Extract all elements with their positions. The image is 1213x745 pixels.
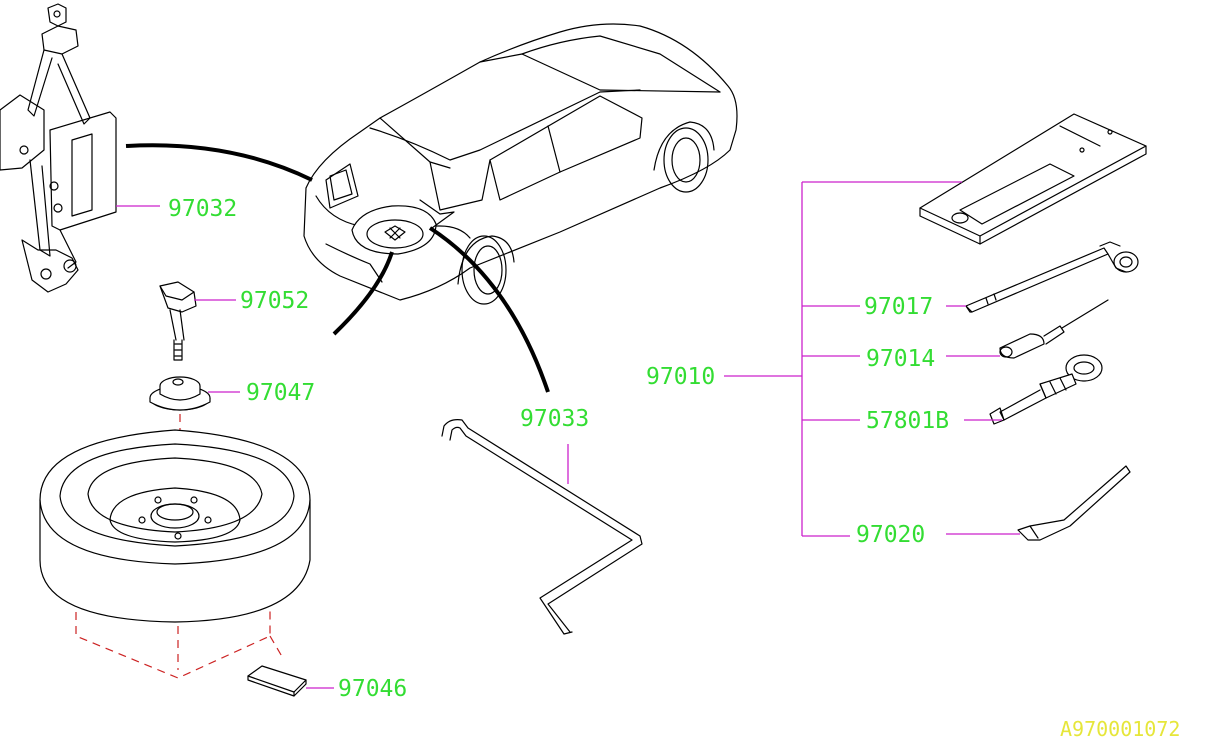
spare-tire-drawing <box>39 429 311 623</box>
tool-bag-drawing[interactable] <box>919 113 1147 245</box>
towing-hook-drawing[interactable] <box>989 354 1103 425</box>
leader-lines <box>116 181 1020 689</box>
vehicle-rear-view-drawing <box>303 23 738 305</box>
callout-97032[interactable]: 97032 <box>168 196 237 222</box>
callout-57801B[interactable]: 57801B <box>866 408 949 434</box>
spare-location-line <box>332 251 394 336</box>
callout-97046[interactable]: 97046 <box>338 676 407 702</box>
callout-97033[interactable]: 97033 <box>520 406 589 432</box>
bar-drawing[interactable] <box>441 419 643 635</box>
callout-97020[interactable]: 97020 <box>856 522 925 548</box>
callout-97010[interactable]: 97010 <box>646 364 715 390</box>
wheel-nut-wrench-drawing[interactable] <box>965 241 1139 313</box>
valve-drawing[interactable] <box>159 281 197 361</box>
figure-code: A970001072 <box>1060 717 1180 740</box>
bar-location-line <box>428 226 550 393</box>
callout-97014[interactable]: 97014 <box>866 346 935 372</box>
plate-drawing[interactable] <box>247 665 307 697</box>
scissor-jack-drawing[interactable] <box>0 3 117 293</box>
pin-drawing[interactable] <box>999 299 1109 359</box>
jack-location-line <box>125 143 313 182</box>
cap-drawing[interactable] <box>149 376 211 411</box>
callout-97047[interactable]: 97047 <box>246 380 315 406</box>
callout-97052[interactable]: 97052 <box>240 288 309 314</box>
callout-97017[interactable]: 97017 <box>864 294 933 320</box>
jack-lever-drawing[interactable] <box>1017 465 1131 541</box>
